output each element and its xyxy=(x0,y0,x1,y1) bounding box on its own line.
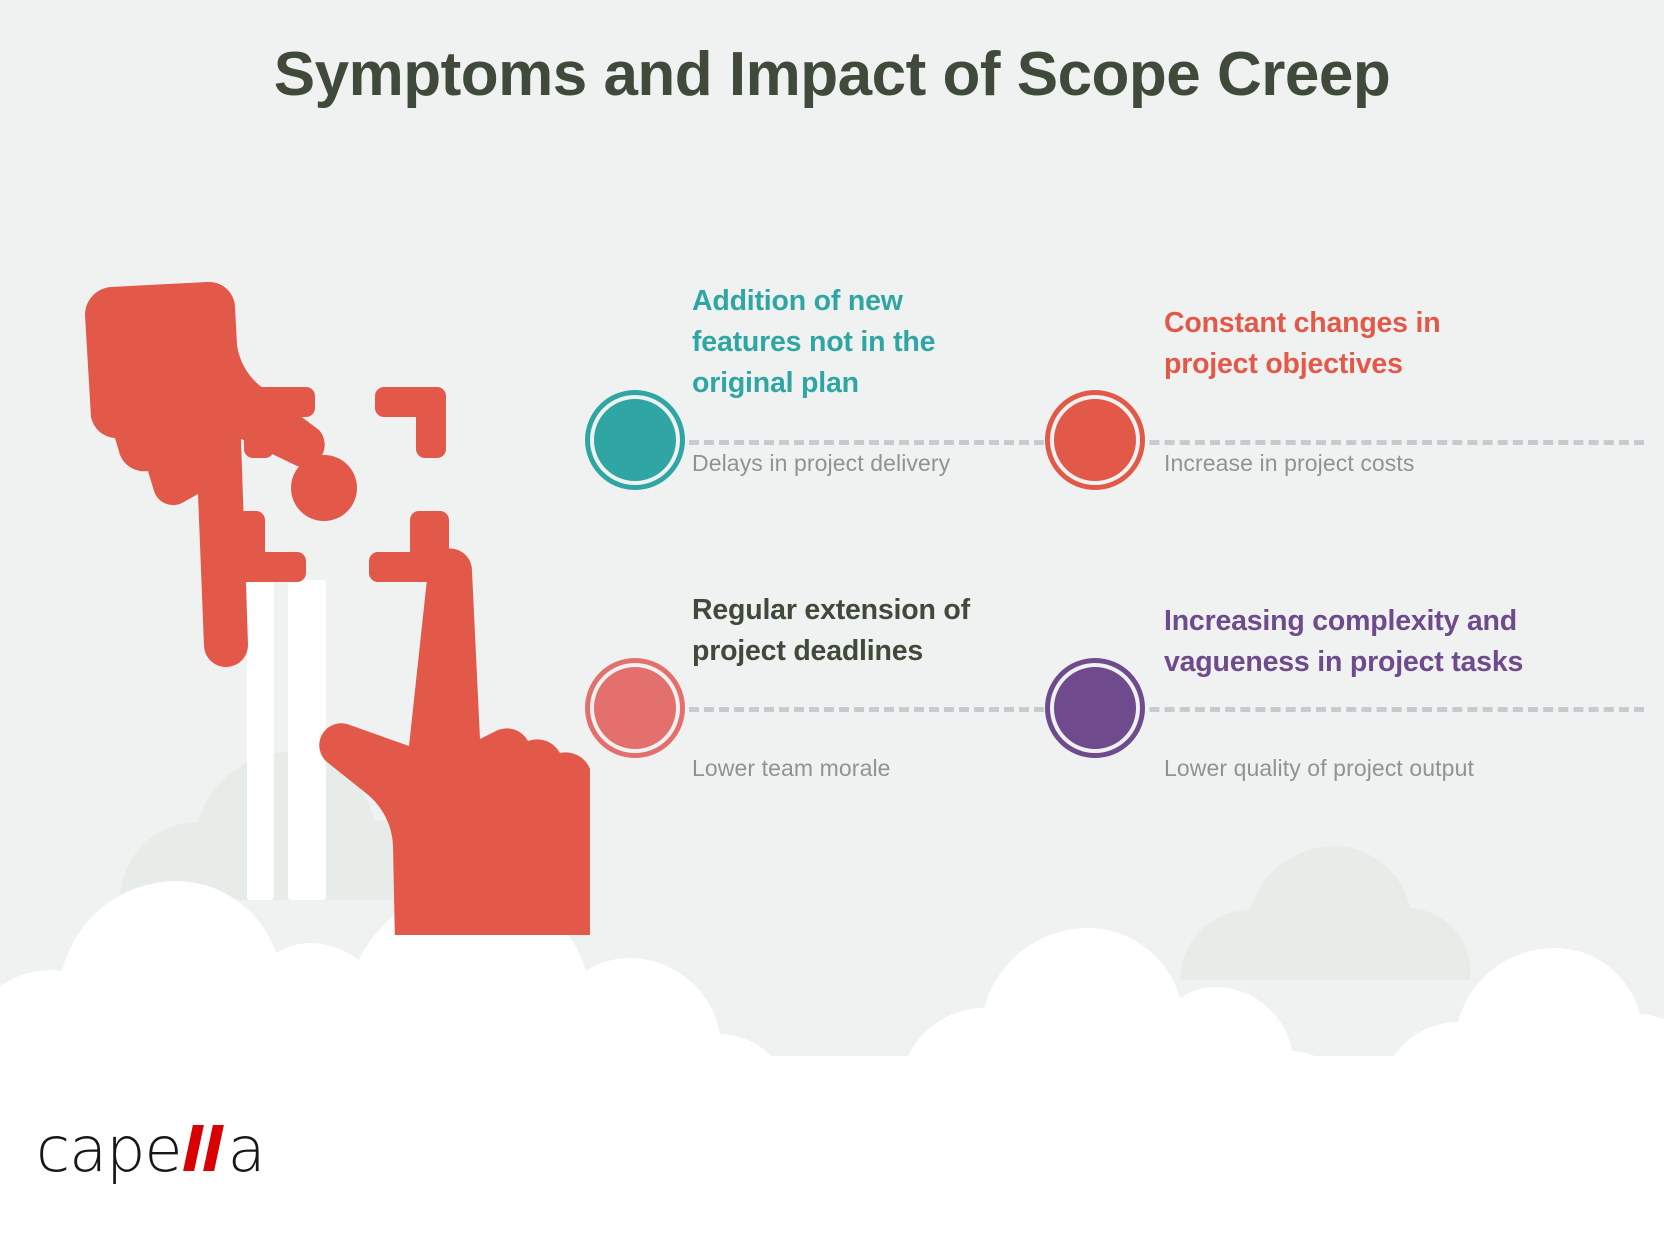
building-bars xyxy=(247,580,326,900)
bullet-constant-changes-in-objectives[interactable] xyxy=(1045,390,1145,490)
page-title: Symptoms and Impact of Scope Creep xyxy=(273,40,1391,109)
item-impact-regular-extension-of-deadlines: Lower team morale xyxy=(692,755,891,781)
connector-line-row1-right xyxy=(1104,440,1644,445)
bullet-inner-ring xyxy=(590,395,680,485)
scope-creep-illustration xyxy=(84,281,590,935)
bullet-addition-of-new-features[interactable] xyxy=(585,390,685,490)
item-title-constant-changes-in-objectives: Constant changes in project objectives xyxy=(1164,307,1441,380)
item-impact-constant-changes-in-objectives: Increase in project costs xyxy=(1164,450,1415,476)
bullet-regular-extension-of-deadlines[interactable] xyxy=(585,658,685,758)
logo-text-before: cape xyxy=(36,1113,183,1186)
hand-pointing-up-icon xyxy=(319,548,590,935)
item-title-regular-extension-of-deadlines: Regular extension of project deadlines xyxy=(692,594,970,667)
connector-line-row1-left xyxy=(644,440,1074,445)
item-title-addition-of-new-features: Addition of new features not in the orig… xyxy=(692,285,936,399)
logo-text-after: a xyxy=(227,1113,266,1186)
hand-pointing-down-icon xyxy=(84,281,325,668)
logo-double-l-bars-icon xyxy=(182,1125,226,1171)
bullet-increasing-complexity-and-vagueness[interactable] xyxy=(1045,658,1145,758)
center-dot-icon xyxy=(291,455,357,521)
item-impact-addition-of-new-features: Delays in project delivery xyxy=(692,450,951,476)
bullet-inner-ring xyxy=(1050,395,1140,485)
bullet-inner-ring xyxy=(1050,663,1140,753)
capella-logo[interactable]: cape a xyxy=(36,1113,266,1186)
bullet-inner-ring xyxy=(590,663,680,753)
connector-line-row2-right xyxy=(1104,707,1644,712)
item-title-increasing-complexity-and-vagueness: Increasing complexity and vagueness in p… xyxy=(1164,605,1524,678)
item-impact-increasing-complexity-and-vagueness: Lower quality of project output xyxy=(1164,755,1474,781)
connector-line-row2-left xyxy=(644,707,1074,712)
